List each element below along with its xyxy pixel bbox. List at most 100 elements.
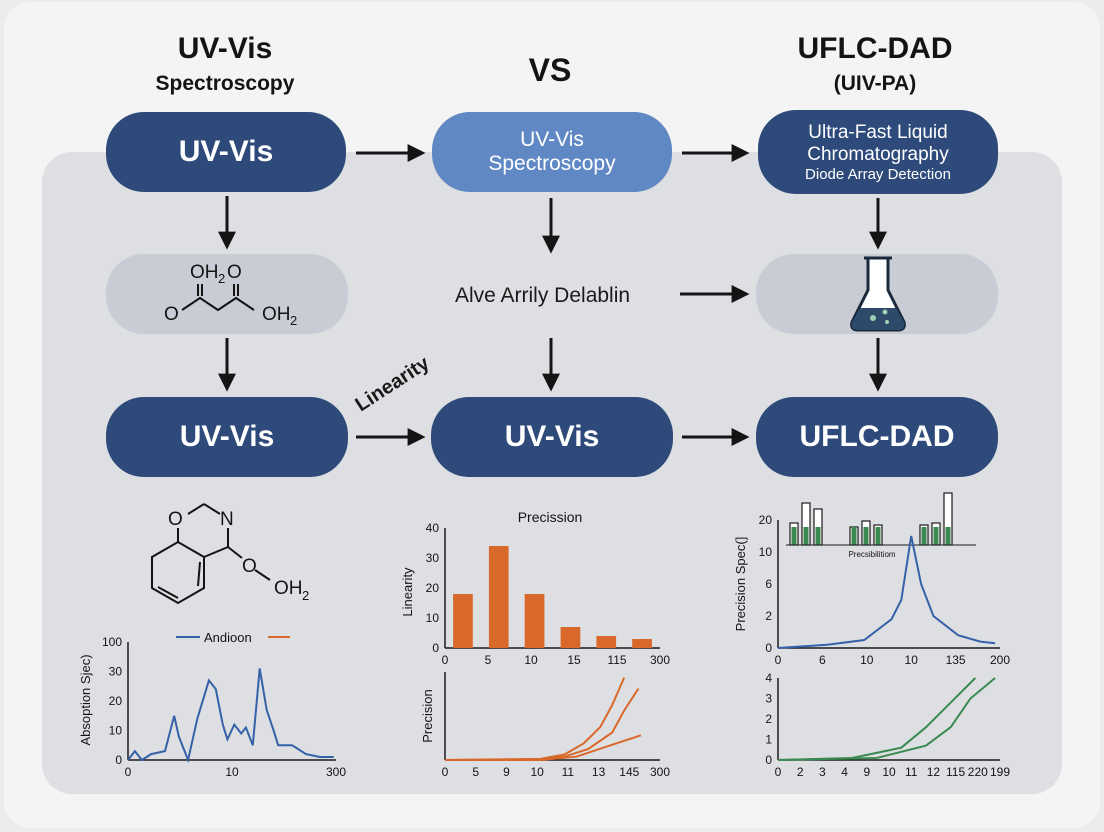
x-tick-label: 11 xyxy=(562,765,575,779)
inset-bar-fill xyxy=(791,527,797,545)
inset-bar-fill xyxy=(815,527,821,545)
uv-vis-node-bottom-left: UV-Vis xyxy=(106,397,348,477)
malonic-acid-structure xyxy=(181,284,255,312)
uv-vis-node-bottom-left-label: UV-Vis xyxy=(179,420,275,453)
uv-vis-node-bottom-middle-label: UV-Vis xyxy=(504,420,600,453)
inset-bar-fill xyxy=(875,527,881,545)
malonic-acid-node xyxy=(106,254,348,334)
series-line xyxy=(444,687,640,761)
y-tick-label: 4 xyxy=(765,671,772,685)
right-header-subtitle: (UIV-PA) xyxy=(833,72,917,95)
ring-o-label: O xyxy=(168,509,183,530)
y-tick-label: 0 xyxy=(765,641,772,655)
y-tick-label: 1 xyxy=(765,733,772,747)
y-tick-label: 0 xyxy=(432,641,439,655)
inset-bar-fill xyxy=(863,527,869,545)
y-tick-label: 100 xyxy=(102,635,122,649)
y-axis-label: Precision xyxy=(420,689,435,742)
x-tick-label: 200 xyxy=(990,653,1010,667)
spectroscopy-node-line-1: UV-Vis xyxy=(520,128,584,151)
uv-vis-node-bottom-middle: UV-Vis xyxy=(431,397,673,477)
series-line xyxy=(777,535,996,649)
ring-sub-label: 2 xyxy=(302,588,309,603)
x-tick-label: 300 xyxy=(650,653,670,667)
x-tick-label: 199 xyxy=(990,765,1010,779)
x-tick-label: 10 xyxy=(882,765,896,779)
x-tick-label: 3 xyxy=(819,765,826,779)
right-header-title: UFLC-DAD xyxy=(797,32,953,65)
x-tick-label: 11 xyxy=(905,765,918,779)
uflc-node-line-3: Diode Array Detection xyxy=(805,165,951,183)
ring-o2-label: O xyxy=(242,556,257,577)
inset-bar-fill xyxy=(933,527,939,545)
malonic-o-top-right: O xyxy=(227,262,242,283)
x-tick-label: 145 xyxy=(619,765,639,779)
uv-vis-node-top-left-label: UV-Vis xyxy=(178,135,274,168)
array-detection-label: Alve Arrily Delablin xyxy=(455,284,631,307)
uflc-node-line-1: Ultra-Fast Liquid xyxy=(808,121,948,143)
inset-bar-fill xyxy=(803,527,809,545)
flask-icon xyxy=(850,256,906,332)
uv-vis-spectroscopy-node: UV-Vis Spectroscopy xyxy=(432,112,672,192)
y-axis-label: Linearity xyxy=(400,567,415,617)
y-axis-label: Precision Spec(] xyxy=(733,537,748,632)
x-tick-label: 10 xyxy=(905,653,919,667)
x-tick-label: 5 xyxy=(485,653,492,667)
uflc-dad-node-bottom-label: UFLC-DAD xyxy=(799,420,955,453)
malonic-oh-right: OH xyxy=(262,304,291,325)
bar xyxy=(632,639,652,648)
left-header-title: UV-Vis xyxy=(177,32,273,65)
inset-bar-fill xyxy=(921,527,927,545)
y-tick-label: 2 xyxy=(765,609,772,623)
bar xyxy=(488,546,509,648)
uv-vis-node-top-left: UV-Vis xyxy=(106,112,346,192)
x-tick-label: 5 xyxy=(472,765,479,779)
series-line xyxy=(777,677,977,761)
left-header-subtitle: Spectroscopy xyxy=(155,72,295,95)
legend-label: Andioon xyxy=(204,630,252,645)
inset-bar-fill xyxy=(851,527,857,545)
x-tick-label: 10 xyxy=(530,765,544,779)
x-tick-label: 220 xyxy=(968,765,988,779)
malonic-sub-right: 2 xyxy=(290,313,297,328)
y-tick-label: 20 xyxy=(109,694,123,708)
malonic-sub-top: 2 xyxy=(218,271,225,286)
x-tick-label: 9 xyxy=(503,765,510,779)
x-tick-label: 10 xyxy=(225,765,239,779)
bar xyxy=(524,594,545,648)
x-tick-label: 6 xyxy=(819,653,826,667)
uflc-dad-node-bottom: UFLC-DAD xyxy=(756,397,998,477)
inset-label: Precsibilitiom xyxy=(848,550,895,559)
bar xyxy=(453,594,473,648)
series-line xyxy=(444,677,626,761)
y-tick-label: 10 xyxy=(759,545,773,559)
x-tick-label: 2 xyxy=(797,765,804,779)
y-tick-label: 10 xyxy=(109,724,123,738)
malonic-oh-top: OH xyxy=(190,262,219,283)
y-tick-label: 40 xyxy=(426,521,440,535)
uflc-node-line-2: Chromatography xyxy=(807,143,949,165)
inset-bar-fill xyxy=(945,527,951,545)
ring-molecule-structure xyxy=(151,503,271,605)
y-axis-label: Absoption Sjec) xyxy=(78,654,93,745)
x-tick-label: 115 xyxy=(946,765,965,779)
x-tick-label: 13 xyxy=(592,765,606,779)
x-tick-label: 10 xyxy=(860,653,874,667)
y-tick-label: 30 xyxy=(426,551,440,565)
series-line xyxy=(127,668,334,764)
bar xyxy=(596,636,617,648)
y-tick-label: 2 xyxy=(765,712,772,726)
series-line xyxy=(445,734,642,761)
x-tick-label: 0 xyxy=(775,765,782,779)
x-tick-label: 15 xyxy=(567,653,581,667)
malonic-o-left: O xyxy=(164,304,179,325)
ring-oh-label: OH xyxy=(274,578,303,599)
y-tick-label: 20 xyxy=(759,513,773,527)
ring-n-label: N xyxy=(220,509,234,530)
y-tick-label: 0 xyxy=(115,753,122,767)
